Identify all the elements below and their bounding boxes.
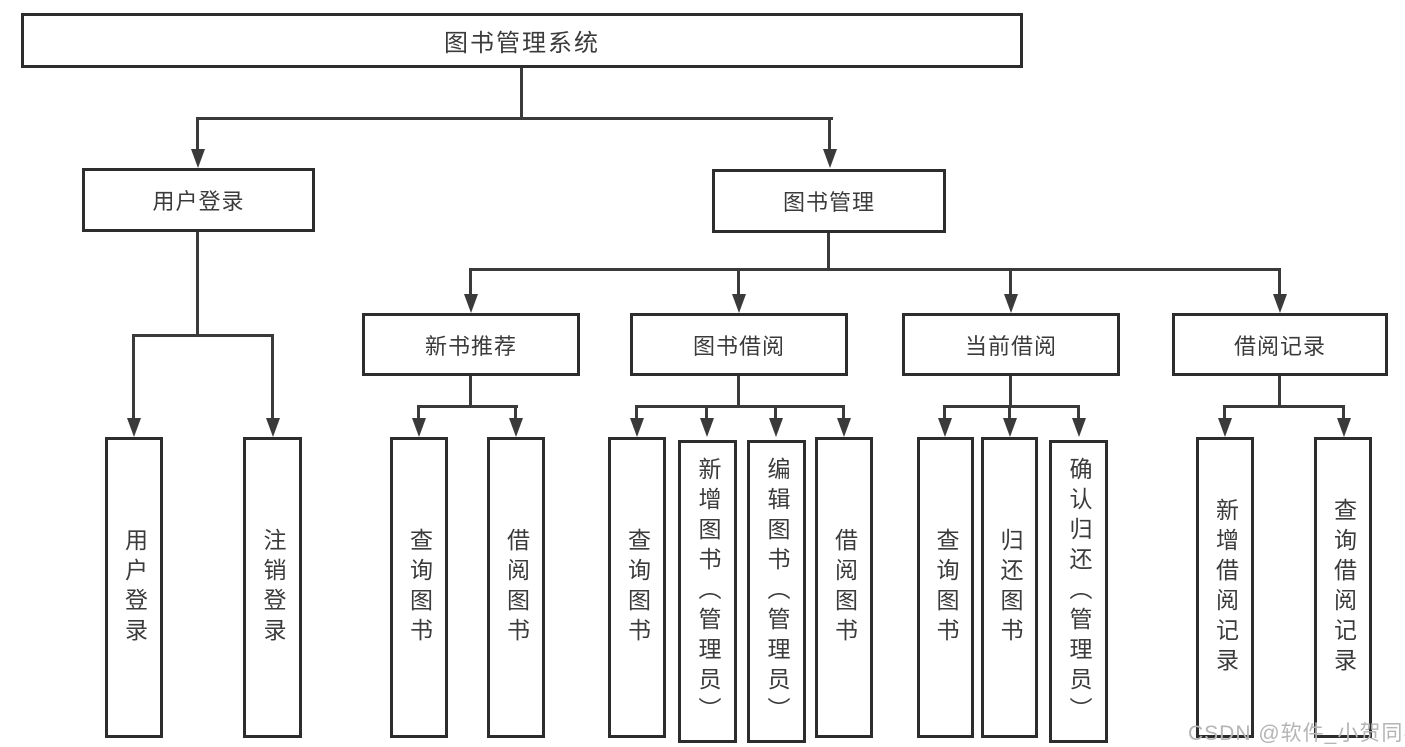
- arrowhead-icon: [1072, 418, 1086, 437]
- arrowhead-icon: [1004, 294, 1018, 313]
- arrowhead-icon: [823, 149, 837, 168]
- connector-line: [635, 405, 638, 420]
- arrowhead-icon: [1003, 418, 1017, 437]
- node-label: 注销登录: [260, 527, 286, 648]
- node-book-management: 图书管理: [712, 169, 946, 233]
- leaf-user-login: 用户登录: [105, 437, 163, 738]
- leaf-borrowing-edit-books-admin: 编辑图书（管理员）: [747, 440, 806, 743]
- node-label: 借阅图书: [503, 527, 530, 648]
- connector-line: [705, 405, 708, 420]
- node-current-borrowing: 当前借阅: [902, 313, 1120, 376]
- connector-line: [1077, 405, 1080, 420]
- leaf-records-add-borrow-record: 新增借阅记录: [1196, 437, 1254, 738]
- connector-line: [196, 117, 833, 120]
- node-label: 查询图书: [624, 527, 651, 648]
- node-label: 用户登录: [152, 189, 245, 214]
- arrowhead-icon: [938, 418, 952, 437]
- connector-line: [132, 334, 274, 337]
- leaf-current-confirm-return-admin: 确认归还（管理员）: [1049, 440, 1108, 743]
- node-label: 查询图书: [933, 527, 959, 648]
- connector-line: [737, 376, 740, 407]
- connector-line: [1278, 376, 1281, 407]
- arrowhead-icon: [266, 418, 280, 437]
- connector-line: [132, 334, 135, 419]
- arrowhead-icon: [509, 418, 523, 437]
- arrowhead-icon: [1337, 418, 1351, 437]
- arrowhead-icon: [700, 418, 714, 437]
- connector-line: [842, 405, 845, 420]
- connector-line: [1008, 405, 1011, 420]
- node-new-book-recommendation: 新书推荐: [362, 313, 580, 376]
- node-root-library-management-system: 图书管理系统: [21, 13, 1023, 68]
- connector-line: [520, 68, 523, 118]
- arrowhead-icon: [1218, 418, 1232, 437]
- leaf-records-query-borrow-record: 查询借阅记录: [1314, 437, 1372, 738]
- connector-line: [469, 376, 472, 407]
- leaf-current-query-books: 查询图书: [917, 437, 974, 738]
- node-label: 借阅记录: [1233, 333, 1326, 359]
- node-book-borrowing: 图书借阅: [630, 313, 848, 376]
- node-borrowing-records: 借阅记录: [1172, 313, 1388, 376]
- node-label: 查询借阅记录: [1330, 497, 1357, 678]
- connector-line: [943, 405, 946, 420]
- connector-line: [1223, 405, 1226, 420]
- connector-line: [943, 405, 1080, 408]
- connector-line: [774, 405, 777, 420]
- csdn-watermark: CSDN @软件_小贺同学: [1188, 722, 1405, 745]
- connector-line: [1278, 268, 1281, 296]
- connector-line: [635, 405, 845, 408]
- leaf-borrowing-query-books: 查询图书: [608, 437, 666, 738]
- connector-line: [828, 117, 831, 151]
- node-label: 图书借阅: [692, 333, 785, 359]
- arrowhead-icon: [127, 418, 141, 437]
- connector-line: [196, 232, 199, 336]
- arrowhead-icon: [630, 418, 644, 437]
- arrowhead-icon: [837, 418, 851, 437]
- connector-line: [1009, 268, 1012, 296]
- connector-line: [469, 268, 1281, 271]
- node-label: 新增图书（管理员）: [695, 456, 721, 727]
- connector-line: [196, 117, 199, 151]
- connector-line: [737, 268, 740, 296]
- node-label: 借阅图书: [831, 527, 858, 648]
- connector-line: [1009, 376, 1012, 407]
- node-label: 图书管理: [782, 190, 875, 215]
- leaf-recommend-borrow-books: 借阅图书: [487, 437, 545, 738]
- connector-line: [271, 334, 274, 419]
- node-label: 新书推荐: [424, 333, 517, 359]
- leaf-borrowing-borrow-books: 借阅图书: [815, 437, 873, 738]
- connector-line: [469, 268, 472, 296]
- connector-line: [514, 405, 517, 420]
- connector-line: [827, 233, 830, 270]
- arrowhead-icon: [191, 149, 205, 168]
- leaf-recommend-query-books: 查询图书: [390, 437, 448, 738]
- connector-line: [1342, 405, 1345, 420]
- arrowhead-icon: [769, 418, 783, 437]
- arrowhead-icon: [732, 294, 746, 313]
- leaf-borrowing-add-books-admin: 新增图书（管理员）: [678, 440, 737, 743]
- node-label: 当前借阅: [964, 333, 1057, 359]
- node-user-login: 用户登录: [82, 168, 315, 232]
- node-label: 图书管理系统: [444, 30, 600, 57]
- arrowhead-icon: [464, 294, 478, 313]
- connector-line: [417, 405, 420, 420]
- arrowhead-icon: [412, 418, 426, 437]
- connector-line: [1223, 405, 1345, 408]
- leaf-current-return-books: 归还图书: [981, 437, 1038, 738]
- connector-line: [417, 405, 518, 408]
- node-label: 确认归还（管理员）: [1066, 456, 1092, 727]
- node-label: 新增借阅记录: [1212, 497, 1239, 678]
- leaf-logout-login: 注销登录: [243, 437, 302, 738]
- node-label: 归还图书: [997, 527, 1023, 648]
- node-label: 编辑图书（管理员）: [764, 456, 790, 727]
- arrowhead-icon: [1273, 294, 1287, 313]
- node-label: 用户登录: [121, 527, 148, 648]
- node-label: 查询图书: [406, 527, 433, 648]
